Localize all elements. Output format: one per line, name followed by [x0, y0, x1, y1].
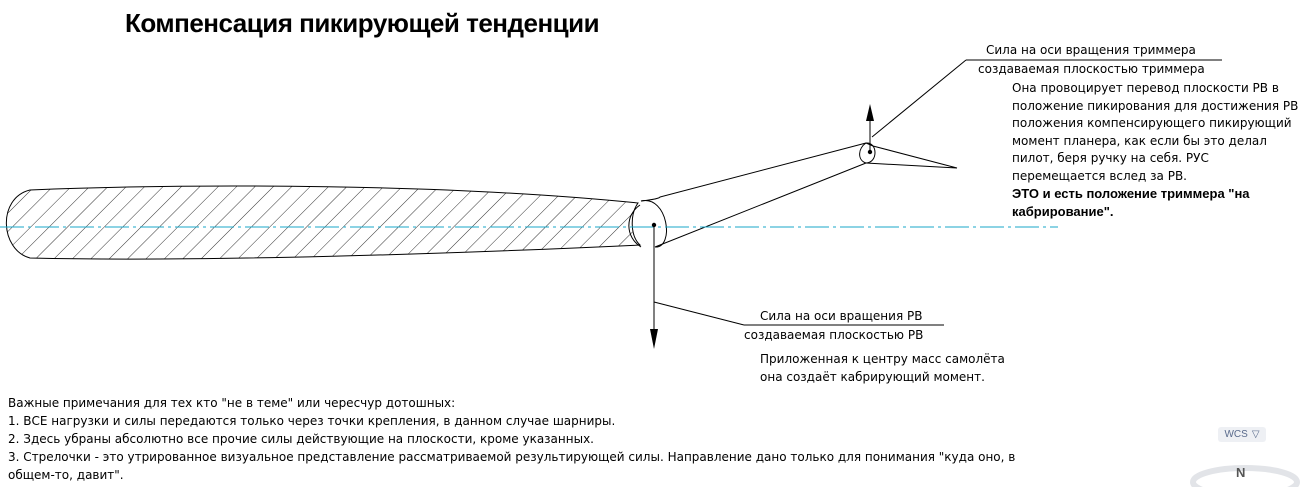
- trim-tab-surface: [859, 142, 958, 169]
- elevator-surface: [640, 142, 867, 248]
- wcs-label: WCS: [1224, 429, 1248, 440]
- elevator-description-line: Приложенная к центру масс самолёта: [760, 352, 1005, 366]
- page-title: Компенсация пикирующей тенденции: [125, 8, 600, 38]
- trim-description-line: перемещается вслед за РВ.: [1012, 168, 1187, 183]
- elevator-hinge-arc: [628, 204, 642, 248]
- trim-description: Она провоцирует перевод плоскости РВ в п…: [1012, 80, 1298, 220]
- elevator-force-source-label: создаваемая плоскостью РВ: [744, 328, 924, 342]
- compass-north-label: N: [1236, 465, 1246, 480]
- trim-emphasis-line: кабрирование".: [1012, 203, 1114, 219]
- notes-block: Важные примечания для тех кто "не в теме…: [8, 394, 1015, 484]
- elevator-description-line: она создаёт кабрирующий момент.: [760, 369, 985, 384]
- trim-description-line: момент планера, как если бы это делал: [1012, 133, 1267, 148]
- notes-heading: Важные примечания для тех кто "не в теме…: [8, 396, 456, 410]
- trim-description-line: пилот, беря ручку на себя. РУС: [1012, 151, 1209, 165]
- trim-force-label: Сила на оси вращения триммера: [986, 43, 1196, 57]
- wcs-dropdown[interactable]: WCS ▽: [1218, 427, 1266, 442]
- elevator-force-arrow-head: [650, 329, 658, 349]
- note-item: 1. ВСЕ нагрузки и силы передаются только…: [8, 414, 616, 428]
- note-item: 2. Здесь убраны абсолютно все прочие сил…: [8, 432, 594, 446]
- stabilizer-section: [5, 185, 642, 260]
- trim-force-source-label: создаваемая плоскостью триммера: [978, 62, 1205, 76]
- elevator-leading-edge: [640, 200, 667, 248]
- trim-description-line: Она провоцирует перевод плоскости РВ в: [1012, 81, 1279, 95]
- trim-leader-line: [871, 59, 967, 138]
- viewcube-compass[interactable]: [1190, 452, 1300, 487]
- trim-description-line: положения компенсирующего пикирующий: [1012, 116, 1292, 130]
- trim-tab-hinge: [865, 142, 876, 164]
- elevator-leader-line: [653, 301, 745, 326]
- trim-force-arrow-head: [866, 104, 874, 121]
- elevator-force-label: Сила на оси вращения РВ: [760, 309, 923, 323]
- trim-emphasis-line: ЭТО и есть положение триммера "на: [1012, 186, 1250, 201]
- elevator-description: Приложенная к центру масс самолёта она с…: [760, 351, 1005, 386]
- note-item: общем-то, давит".: [8, 468, 124, 482]
- trim-description-line: положение пикирования для достижения РВ: [1012, 98, 1299, 113]
- chevron-down-icon: ▽: [1251, 429, 1260, 440]
- note-item: 3. Стрелочки - это утрированное визуальн…: [8, 450, 1016, 464]
